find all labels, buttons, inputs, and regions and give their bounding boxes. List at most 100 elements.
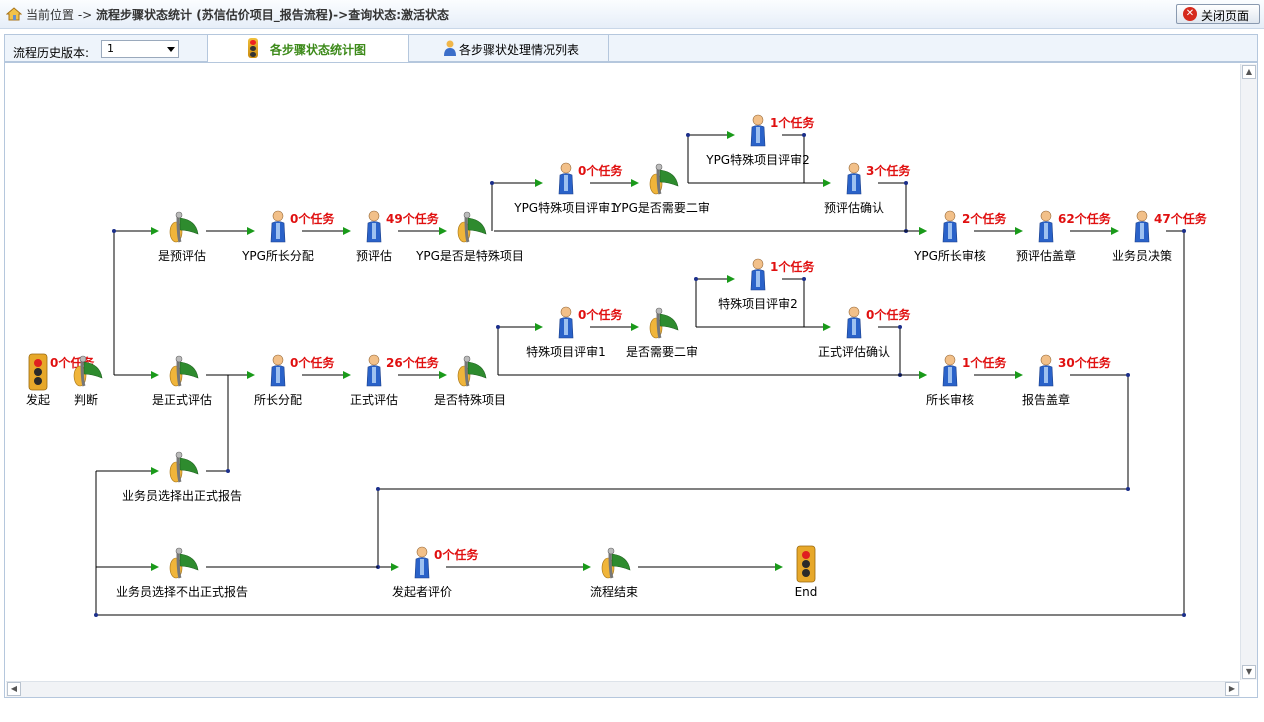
node-label: 特殊项目评审2 <box>718 296 798 311</box>
vertical-scrollbar[interactable]: ▲ ▼ <box>1240 64 1257 680</box>
traffic-light-icon[interactable] <box>28 353 48 391</box>
node-label: 业务员选择不出正式报告 <box>116 584 248 599</box>
person-icon[interactable] <box>270 210 286 243</box>
node-label: 业务员决策 <box>1112 248 1172 263</box>
junction-dot <box>226 469 230 473</box>
task-count: 26个任务 <box>386 355 440 370</box>
node-label: 预评估 <box>356 249 392 263</box>
task-count: 3个任务 <box>866 163 911 178</box>
scroll-right-icon[interactable]: ▶ <box>1225 682 1239 696</box>
junction-dot <box>898 325 902 329</box>
person-icon[interactable] <box>1038 354 1054 387</box>
node-label: 是否特殊项目 <box>434 392 506 407</box>
tab-status-chart[interactable]: 各步骤状态统计图 <box>207 35 409 62</box>
tab-bar: 流程历史版本: 1 各步骤状态统计图 各步骤状处理情况列表 <box>4 34 1258 62</box>
person-icon[interactable] <box>846 162 862 195</box>
close-page-label: 关闭页面 <box>1201 9 1250 23</box>
task-count: 49个任务 <box>386 211 440 226</box>
traffic-light-icon[interactable] <box>796 545 816 583</box>
person-icon[interactable] <box>1038 210 1054 243</box>
version-select[interactable]: 1 <box>101 40 179 58</box>
person-icon[interactable] <box>1134 210 1150 243</box>
decision-icon[interactable] <box>601 547 631 579</box>
person-icon[interactable] <box>846 306 862 339</box>
person-icon[interactable] <box>750 258 766 291</box>
close-icon: ✕ <box>1183 7 1197 21</box>
version-label: 流程历史版本: <box>13 46 90 60</box>
traffic-light-icon <box>248 38 258 58</box>
node-label: 业务员选择出正式报告 <box>122 488 242 503</box>
junction-dot <box>1126 487 1130 491</box>
person-icon[interactable] <box>366 354 382 387</box>
chevron-down-icon <box>167 47 175 52</box>
node-label: YPG是否是特殊项目 <box>415 248 524 263</box>
task-count: 2个任务 <box>962 211 1007 226</box>
decision-icon[interactable] <box>73 355 103 387</box>
person-icon[interactable] <box>942 210 958 243</box>
node-label: 正式评估确认 <box>818 345 890 359</box>
decision-icon[interactable] <box>169 451 199 483</box>
junction-dot <box>802 133 806 137</box>
flow-connectors <box>94 131 1186 617</box>
decision-icon[interactable] <box>457 211 487 243</box>
scroll-down-icon[interactable]: ▼ <box>1242 665 1256 679</box>
task-count: 1个任务 <box>962 355 1007 370</box>
task-count: 1个任务 <box>770 259 815 274</box>
top-bar: 当前位置 -> 流程步骤状态统计 (苏信估价项目_报告流程)->查询状态:激活状… <box>0 0 1264 29</box>
person-icon[interactable] <box>750 114 766 147</box>
home-icon <box>6 7 22 21</box>
task-count: 0个任务 <box>866 307 911 322</box>
task-count: 62个任务 <box>1058 211 1112 226</box>
person-icon[interactable] <box>270 354 286 387</box>
decision-icon[interactable] <box>649 163 679 195</box>
connector-line <box>95 230 1185 616</box>
connector-line <box>377 374 1129 571</box>
junction-dot <box>490 181 494 185</box>
junction-dot <box>376 487 380 491</box>
junction-dot <box>1182 229 1186 233</box>
node-label: 流程结束 <box>590 584 638 599</box>
node-label: 所长分配 <box>254 393 302 407</box>
decision-icon[interactable] <box>649 307 679 339</box>
scroll-left-icon[interactable]: ◀ <box>7 682 21 696</box>
junction-dot <box>686 133 690 137</box>
connector-line <box>206 375 229 472</box>
node-label: YPG是否需要二审 <box>613 200 710 215</box>
person-icon[interactable] <box>366 210 382 243</box>
person-icon[interactable] <box>942 354 958 387</box>
person-icon[interactable] <box>414 546 430 579</box>
connector-line <box>113 227 159 375</box>
person-icon[interactable] <box>558 162 574 195</box>
node-label: YPG特殊项目评审1 <box>513 200 618 215</box>
node-label: 所长审核 <box>926 392 974 407</box>
node-label: 是否需要二审 <box>626 344 698 359</box>
task-count: 0个任务 <box>290 211 335 226</box>
person-icon[interactable] <box>558 306 574 339</box>
node-label: End <box>795 585 818 599</box>
task-count: 1个任务 <box>770 115 815 130</box>
junction-dot <box>904 181 908 185</box>
decision-icon[interactable] <box>169 355 199 387</box>
junction-dot <box>112 229 116 233</box>
decision-icon[interactable] <box>457 355 487 387</box>
task-count: 47个任务 <box>1154 211 1208 226</box>
version-value: 1 <box>107 42 114 55</box>
close-page-button[interactable]: ✕ 关闭页面 <box>1176 4 1260 24</box>
breadcrumb-prefix: 当前位置 -> <box>26 8 93 22</box>
junction-dot <box>94 613 98 617</box>
task-count: 0个任务 <box>578 307 623 322</box>
node-label: YPG特殊项目评审2 <box>705 152 810 167</box>
tab-status-list[interactable]: 各步骤状处理情况列表 <box>409 35 609 62</box>
tab-status-chart-label: 各步骤状态统计图 <box>270 43 367 57</box>
node-label: 判断 <box>74 392 98 407</box>
node-label: 报告盖章 <box>1022 392 1070 407</box>
decision-icon[interactable] <box>169 211 199 243</box>
breadcrumb: 当前位置 -> 流程步骤状态统计 (苏信估价项目_报告流程)->查询状态:激活状… <box>26 6 449 23</box>
scroll-up-icon[interactable]: ▲ <box>1242 65 1256 79</box>
node-label: YPG所长审核 <box>913 248 986 263</box>
decision-icon[interactable] <box>169 547 199 579</box>
junction-dot <box>1126 373 1130 377</box>
horizontal-scrollbar[interactable]: ◀ ▶ <box>6 681 1240 697</box>
task-count: 0个任务 <box>434 547 479 562</box>
